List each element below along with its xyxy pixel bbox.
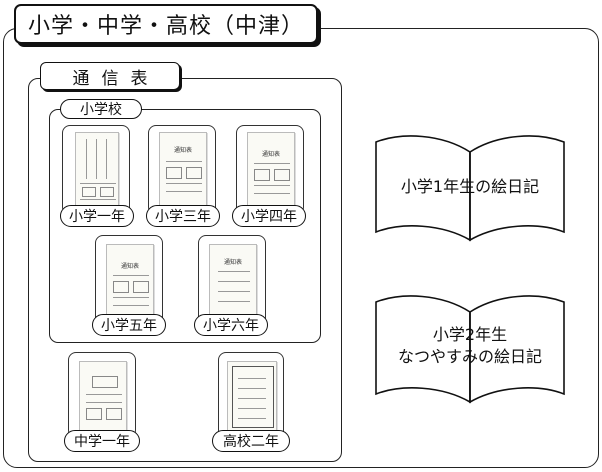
report-card-grade4-doc-title: 通知表	[262, 151, 281, 158]
report-card-grade6-doc-title: 通知表	[224, 259, 243, 266]
report-card-grade1-thumbnail	[75, 132, 119, 206]
report-card-grade3[interactable]: 通知表	[148, 125, 216, 215]
page-title: 小学・中学・高校（中津）	[14, 4, 318, 44]
report-card-grade1-label[interactable]: 小学一年	[60, 205, 134, 227]
report-card-grade4-thumbnail: 通知表	[247, 132, 295, 206]
elementary-school-group-title: 小学校	[60, 99, 142, 119]
open-book-icon	[375, 135, 565, 242]
diary-grade2-title-line1: 小学2年生	[432, 325, 508, 344]
elementary-school-group	[49, 109, 321, 343]
diary-grade1-button[interactable]: 小学1年生の絵日記	[372, 128, 568, 246]
diary-grade2-button[interactable]: 小学2年生 なつやすみの絵日記	[372, 288, 568, 408]
report-card-section-title: 通信表	[40, 62, 180, 90]
diary-grade1-title: 小学1年生の絵日記	[400, 177, 540, 196]
report-card-jh-grade1[interactable]	[68, 352, 136, 438]
report-card-grade5[interactable]: 通知表	[95, 235, 163, 325]
report-card-grade5-thumbnail: 通知表	[106, 244, 154, 316]
open-book-icon	[375, 295, 565, 404]
report-card-grade1[interactable]	[62, 125, 130, 215]
report-card-grade6-label[interactable]: 小学六年	[194, 314, 268, 336]
report-card-grade5-doc-title: 通知表	[121, 263, 140, 270]
report-card-jh-grade1-label[interactable]: 中学一年	[64, 430, 140, 452]
report-card-grade5-label[interactable]: 小学五年	[92, 314, 166, 336]
report-card-grade3-thumbnail: 通知表	[159, 132, 207, 206]
report-card-grade6-thumbnail: 通知表	[209, 244, 257, 316]
report-card-hs-grade2-thumbnail	[227, 361, 277, 431]
report-card-grade4-label[interactable]: 小学四年	[232, 205, 306, 227]
report-card-section	[28, 78, 342, 462]
diary-grade2-title-line2: なつやすみの絵日記	[397, 347, 542, 366]
report-card-hs-grade2-label[interactable]: 高校二年	[212, 430, 290, 452]
report-card-jh-grade1-thumbnail	[79, 361, 127, 431]
report-card-grade3-doc-title: 通知表	[174, 147, 193, 154]
report-card-hs-grade2[interactable]	[218, 352, 284, 438]
report-card-grade4[interactable]: 通知表	[236, 125, 304, 215]
report-card-grade3-label[interactable]: 小学三年	[146, 205, 220, 227]
report-card-grade6[interactable]: 通知表	[198, 235, 266, 325]
